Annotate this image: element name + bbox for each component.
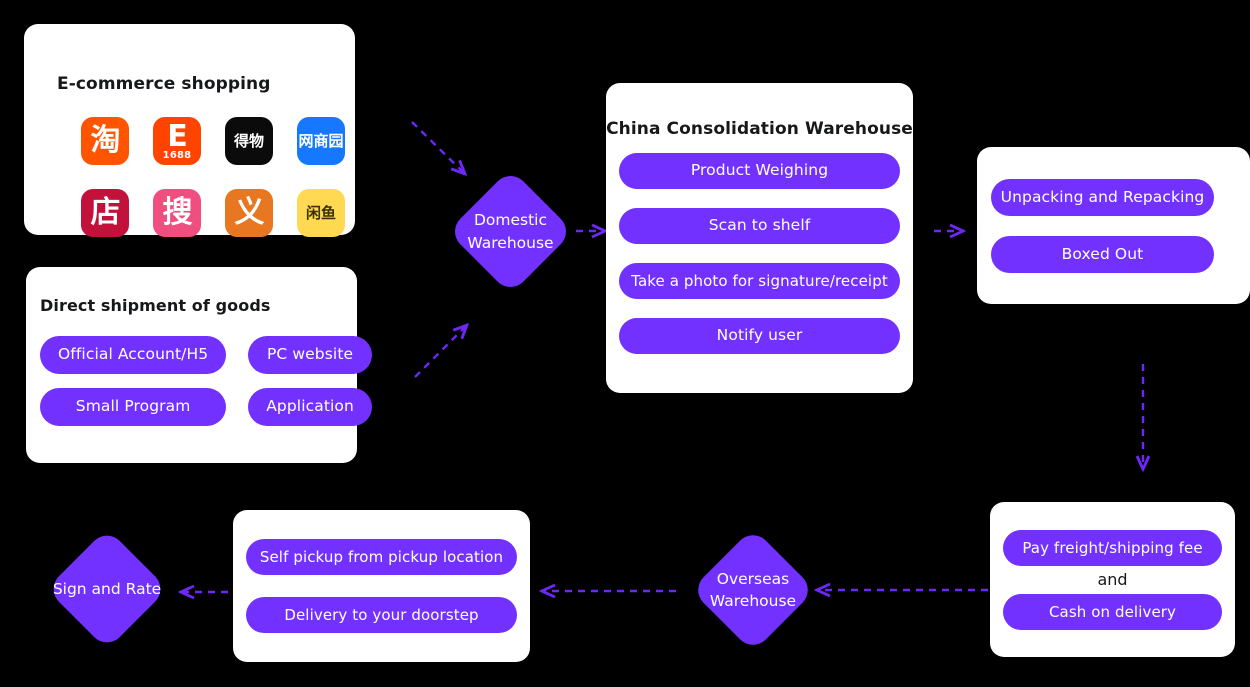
- sou-icon[interactable]: 搜: [153, 189, 201, 237]
- china-consolidation-warehouse-card: China Consolidation Warehouse Product We…: [606, 83, 913, 393]
- pill-scan-to-shelf[interactable]: Scan to shelf: [619, 208, 900, 244]
- unpacking-repacking-card: Unpacking and Repacking Boxed Out: [977, 147, 1250, 304]
- payment-card: Pay freight/shipping fee and Cash on del…: [990, 502, 1235, 657]
- yiwu-icon-glyph: 义: [234, 195, 265, 230]
- pill-product-weighing[interactable]: Product Weighing: [619, 153, 900, 189]
- pill-official-account-h5[interactable]: Official Account/H5: [40, 336, 227, 374]
- pill-cash-on-delivery[interactable]: Cash on delivery: [1003, 594, 1222, 630]
- china-warehouse-pill-list: Product Weighing Scan to shelf Take a ph…: [619, 153, 900, 354]
- taobao-icon[interactable]: 淘: [81, 117, 129, 165]
- direct-shipment-card: Direct shipment of goods Official Accoun…: [26, 267, 372, 463]
- pill-take-photo-signature-receipt[interactable]: Take a photo for signature/receipt: [619, 263, 900, 299]
- pill-delivery-to-your-doorstep[interactable]: Delivery to your doorstep: [246, 597, 517, 633]
- last-mile-pill-list: Self pickup from pickup location Deliver…: [246, 539, 517, 633]
- payment-connector-label: and: [1097, 570, 1128, 589]
- dian-icon-glyph: 店: [90, 195, 121, 230]
- pill-pay-freight-shipping-fee[interactable]: Pay freight/shipping fee: [1003, 530, 1222, 566]
- sou-icon-glyph: 搜: [162, 195, 193, 230]
- alibaba1688-icon-sublabel: 1688: [162, 150, 192, 161]
- dian-icon[interactable]: 店: [81, 189, 129, 237]
- ecommerce-card-title: E-commerce shopping: [57, 74, 271, 94]
- alibaba1688-icon-glyph: E: [167, 119, 187, 154]
- pill-self-pickup-from-pickup-location[interactable]: Self pickup from pickup location: [246, 539, 517, 575]
- arrow-ecommerce-to-domestic: [411, 121, 464, 173]
- taobao-icon-glyph: 淘: [90, 123, 121, 158]
- pill-small-program[interactable]: Small Program: [40, 388, 227, 426]
- china-warehouse-card-title: China Consolidation Warehouse: [606, 119, 913, 139]
- dewu-icon-glyph: 得物: [233, 131, 264, 150]
- pill-notify-user[interactable]: Notify user: [619, 318, 900, 354]
- pill-pc-website[interactable]: PC website: [248, 336, 372, 374]
- arrow-direct-to-domestic: [414, 326, 466, 378]
- xianyu-icon[interactable]: 闲鱼: [297, 189, 345, 237]
- pill-boxed-out[interactable]: Boxed Out: [991, 236, 1214, 273]
- direct-shipment-pill-grid: Official Account/H5 PC website Small Pro…: [40, 336, 372, 426]
- wangshangyuan-icon-glyph: 网商园: [298, 131, 344, 150]
- pill-application[interactable]: Application: [248, 388, 372, 426]
- repack-pill-list: Unpacking and Repacking Boxed Out: [991, 179, 1214, 273]
- payment-pill-stack: Pay freight/shipping fee and Cash on del…: [1003, 530, 1222, 630]
- last-mile-delivery-card: Self pickup from pickup location Deliver…: [233, 510, 530, 662]
- wangshangyuan-icon[interactable]: 网商园: [297, 117, 345, 165]
- pill-unpacking-and-repacking[interactable]: Unpacking and Repacking: [991, 179, 1214, 216]
- xianyu-icon-glyph: 闲鱼: [305, 203, 336, 222]
- direct-shipment-card-title: Direct shipment of goods: [40, 296, 271, 315]
- dewu-icon[interactable]: 得物: [225, 117, 273, 165]
- yiwu-icon[interactable]: 义: [225, 189, 273, 237]
